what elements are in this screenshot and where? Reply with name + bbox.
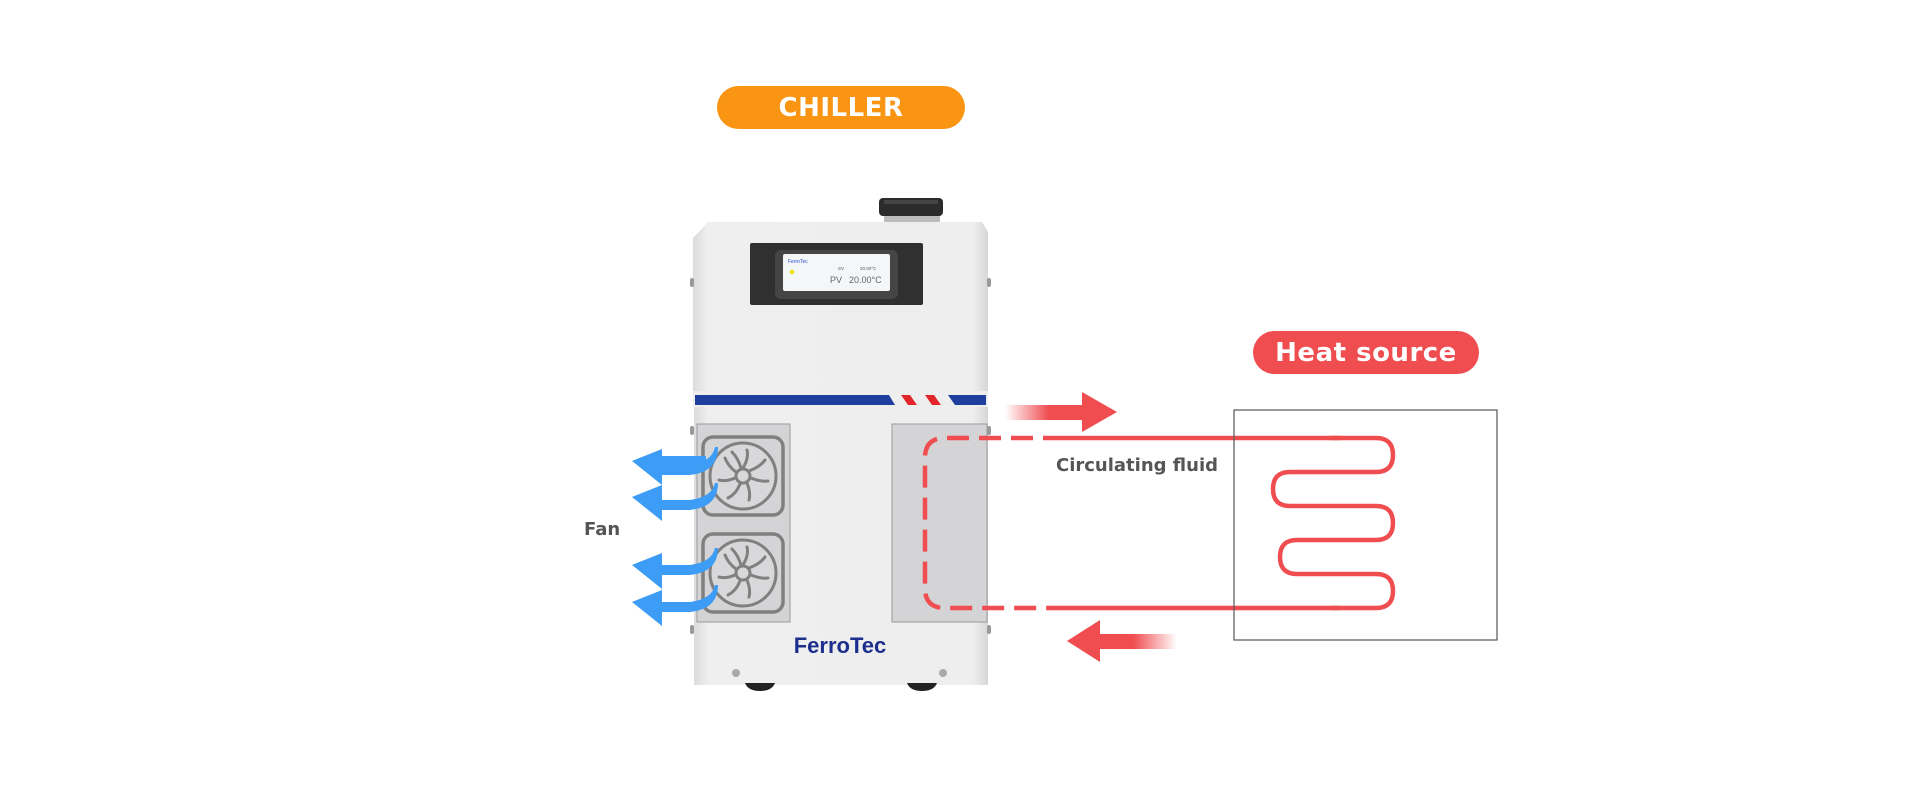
display-pv-label: PV: [830, 275, 842, 285]
display-pv-value: 20.00°C: [849, 275, 882, 285]
display-sv-label: SV: [838, 266, 844, 271]
chiller-badge-label: CHILLER: [778, 92, 904, 123]
chiller-unit: FerroTec SV 20.00°C PV 20.00°C: [690, 198, 991, 691]
control-display: FerroTec SV 20.00°C PV 20.00°C: [750, 243, 923, 305]
chiller-badge: CHILLER: [717, 86, 965, 129]
airflow-arrow-icon: [632, 585, 718, 626]
fan-label: Fan: [584, 519, 621, 540]
flow-in-arrow-icon: [1067, 620, 1177, 662]
flow-out-arrow-icon: [1005, 392, 1117, 432]
heat-exchanger-coil: [1270, 435, 1396, 611]
airflow-arrow-icon: [632, 548, 718, 589]
heat-source-box: [1233, 409, 1498, 641]
fan-icon: [701, 435, 785, 517]
airflow-arrow-icon: [632, 447, 718, 485]
brand-stripe: [693, 391, 988, 407]
brand-logo: FerroTec: [794, 633, 887, 658]
airflow-arrow-icon: [632, 483, 718, 521]
airflow-arrows: [632, 447, 718, 626]
fill-cap: [879, 198, 943, 224]
foot: [745, 683, 775, 691]
circulating-fluid-label: Circulating fluid: [1056, 455, 1219, 476]
fan-icon: [701, 532, 785, 614]
display-header: FerroTec: [788, 259, 808, 265]
exchanger-panel: [891, 423, 988, 623]
foot: [907, 683, 937, 691]
fluid-loop-dashed: [922, 435, 1065, 611]
heat-source-badge: Heat source: [1253, 331, 1479, 374]
heat-source-badge-label: Heat source: [1275, 337, 1457, 368]
display-sv-value: 20.00°C: [860, 266, 877, 271]
